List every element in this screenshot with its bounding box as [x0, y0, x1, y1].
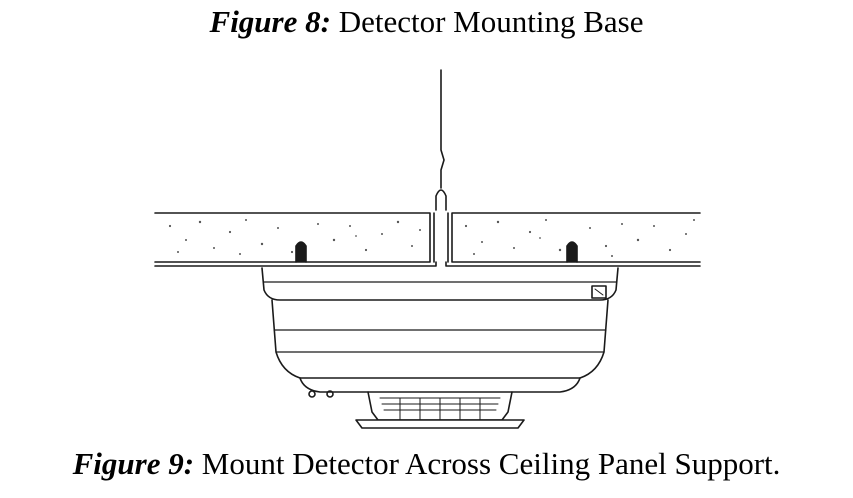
figure-9-text: Mount Detector Across Ceiling Panel Supp…	[194, 446, 781, 481]
ceiling-tbar	[435, 189, 447, 211]
figure-8-label: Figure 8:	[209, 4, 331, 39]
panel-clip-right	[566, 241, 578, 263]
figure-9-caption: Figure 9: Mount Detector Across Ceiling …	[0, 446, 853, 482]
hanger-wire	[440, 69, 445, 189]
figure-8-caption: Figure 8: Detector Mounting Base	[0, 4, 853, 40]
figure-8-text: Detector Mounting Base	[330, 4, 644, 39]
detector-body	[271, 299, 609, 379]
figure-9-label: Figure 9:	[72, 446, 195, 481]
mounting-base	[261, 267, 619, 301]
panel-clip-left	[295, 241, 307, 263]
ceiling-panel-left	[154, 212, 431, 263]
